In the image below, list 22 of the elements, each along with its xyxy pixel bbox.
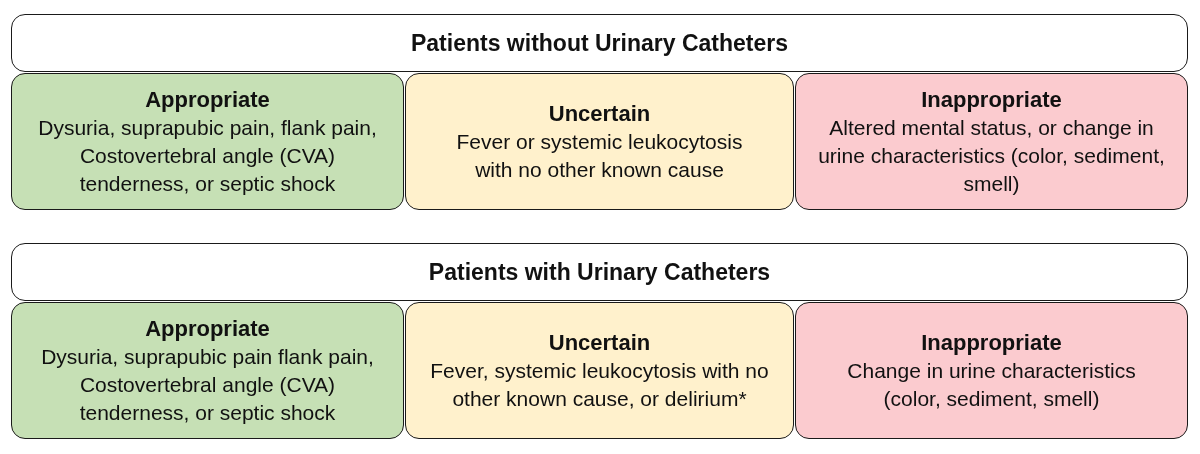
section-title: Patients without Urinary Catheters	[411, 29, 788, 57]
category-heading: Uncertain	[548, 328, 651, 357]
section-header	[11, 14, 1188, 72]
criteria-text: Change in urine characteristics (color, sediment, smell)	[846, 357, 1137, 412]
section-title: Patients with Urinary Catheters	[428, 258, 771, 286]
category-box	[11, 302, 404, 439]
criteria-text: Fever or systemic leukocytosis with no other known cause	[455, 128, 744, 183]
criteria-text: Dysuria, suprapubic pain flank pain, Costovertebral angle (CVA) tenderness, or septic shock	[40, 343, 375, 426]
category-box	[795, 73, 1188, 210]
category-box	[795, 302, 1188, 439]
section-header	[11, 243, 1188, 301]
category-heading: Inappropriate	[921, 85, 1062, 114]
criteria-text: Altered mental status, or change in urine characteristics (color, sediment, smell)	[817, 114, 1166, 197]
criteria-text: Dysuria, suprapubic pain, flank pain, Costovertebral angle (CVA) tenderness, or septic shock	[37, 114, 378, 197]
category-box	[405, 302, 794, 439]
category-heading: Uncertain	[548, 99, 651, 128]
category-box	[405, 73, 794, 210]
category-heading: Appropriate	[145, 85, 270, 114]
category-box	[11, 73, 404, 210]
category-heading: Inappropriate	[921, 328, 1062, 357]
criteria-text: Fever, systemic leukocytosis with no other known cause, or delirium*	[429, 357, 770, 412]
category-heading: Appropriate	[145, 314, 270, 343]
